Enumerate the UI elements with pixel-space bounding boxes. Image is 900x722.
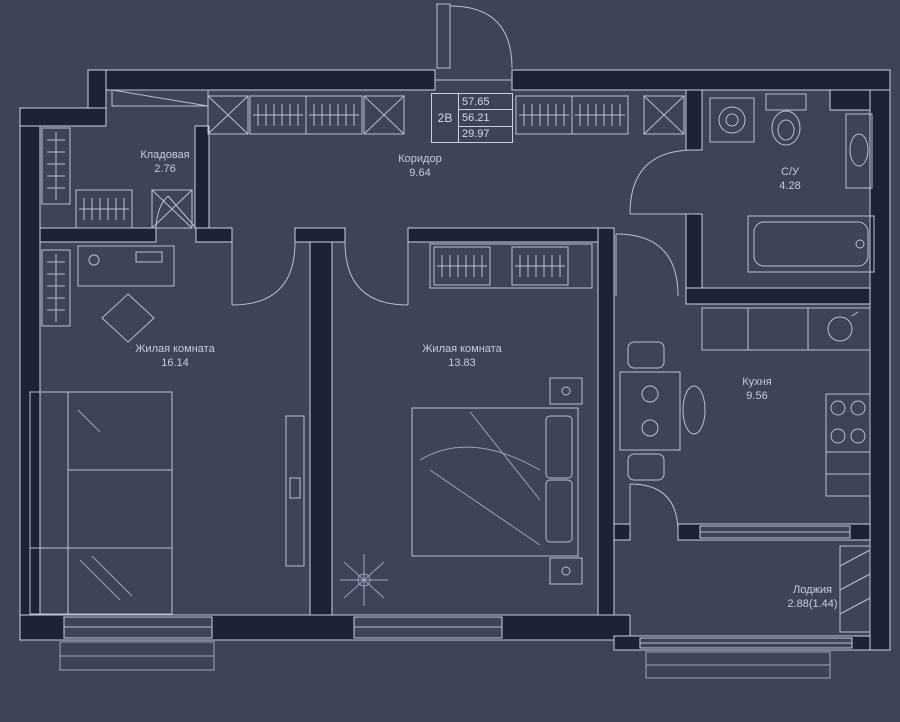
vent-shaft	[111, 89, 209, 107]
tv-console	[285, 415, 305, 567]
plant	[340, 554, 388, 606]
nightstands	[549, 377, 583, 585]
desk	[77, 245, 175, 287]
rooms-area: 29.97	[459, 125, 512, 142]
apartment-type: 2В	[432, 94, 459, 142]
kitchen-door	[615, 233, 679, 297]
living1-door	[231, 241, 296, 306]
walls	[19, 69, 891, 651]
bed	[411, 407, 579, 557]
bathroom-door	[629, 149, 695, 215]
kitchen-cabinet	[825, 451, 871, 497]
dining-table	[619, 341, 706, 481]
loggia-shelving	[839, 545, 871, 633]
entrance-door	[435, 3, 513, 81]
exterior-sills	[59, 641, 831, 679]
storage-door	[155, 195, 197, 229]
windows	[63, 525, 853, 649]
bathroom-sink	[845, 113, 873, 189]
living1-wardrobe	[41, 249, 71, 327]
desk-chair	[101, 293, 155, 343]
living-area: 56.21	[459, 109, 512, 125]
toilet	[765, 93, 807, 146]
total-area: 57.65	[462, 95, 490, 108]
area-stamp: 2В 57.65 56.21 29.97	[431, 93, 513, 143]
sofa	[29, 391, 173, 615]
washing-machine	[709, 97, 755, 143]
storage-wardrobes	[41, 127, 193, 229]
kitchen-counter	[701, 307, 871, 351]
stove	[825, 393, 871, 453]
loggia-door	[629, 483, 679, 533]
living2-wardrobe	[429, 243, 593, 289]
living2-door	[344, 241, 409, 306]
bathtub	[747, 215, 875, 273]
